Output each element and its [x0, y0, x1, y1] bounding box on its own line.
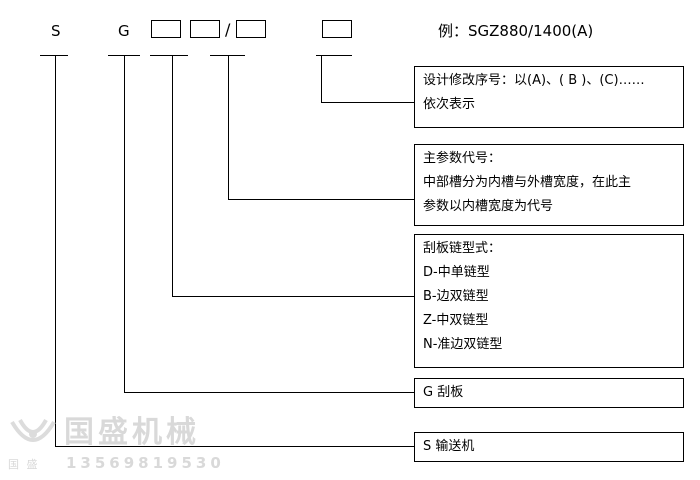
box-chain-type-line-5: N-准边双链型 — [423, 337, 503, 352]
box-main-parameter: 主参数代号： 中部槽分为内槽与外槽宽度，在此主 参数以内槽宽度为代号 — [414, 144, 684, 226]
code-letter-s: S — [51, 22, 61, 40]
connector-revision — [321, 56, 414, 103]
connector-s — [55, 56, 414, 447]
box-design-revision: 设计修改序号：以(A)、( B )、(C)…… 依次表示 — [414, 66, 684, 128]
code-letter-g: G — [118, 22, 130, 40]
box-design-revision-line-1: 设计修改序号：以(A)、( B )、(C)…… — [423, 73, 645, 88]
watermark: 国盛机械 国 盛 13569819530 — [6, 412, 256, 478]
box-chain-type-line-1: 刮板链型式： — [423, 241, 502, 256]
watermark-logo-icon — [10, 418, 56, 442]
box-main-parameter-line-2: 中部槽分为内槽与外槽宽度，在此主 — [423, 175, 632, 190]
code-box-revision — [322, 20, 352, 38]
watermark-small: 国 盛 — [8, 458, 40, 471]
box-scraper: G 刮板 — [414, 378, 684, 408]
box-conveyor-line-1: S 输送机 — [423, 439, 475, 454]
connector-g — [124, 56, 414, 393]
box-design-revision-line-2: 依次表示 — [423, 97, 476, 112]
code-box-chain-type — [151, 20, 181, 38]
box-main-parameter-line-3: 参数以内槽宽度为代号 — [423, 199, 554, 214]
code-box-inner-width — [236, 20, 266, 38]
code-box-outer-width — [190, 20, 220, 38]
code-slash: / — [225, 20, 231, 39]
example-label: 例：SGZ880/1400(A) — [438, 22, 594, 40]
box-main-parameter-line-1: 主参数代号： — [423, 151, 502, 166]
box-chain-type-line-2: D-中单链型 — [423, 265, 490, 280]
connector-main-param — [228, 56, 414, 200]
box-chain-type-line-3: B-边双链型 — [423, 289, 489, 304]
box-chain-type-line-4: Z-中双链型 — [423, 313, 489, 328]
box-scraper-line-1: G 刮板 — [423, 385, 464, 400]
watermark-brand: 国盛机械 — [64, 415, 200, 450]
connector-chain-type — [172, 56, 414, 297]
box-chain-type: 刮板链型式： D-中单链型 B-边双链型 Z-中双链型 N-准边双链型 — [414, 234, 684, 368]
box-conveyor: S 输送机 — [414, 432, 684, 462]
watermark-phone: 13569819530 — [66, 454, 225, 472]
